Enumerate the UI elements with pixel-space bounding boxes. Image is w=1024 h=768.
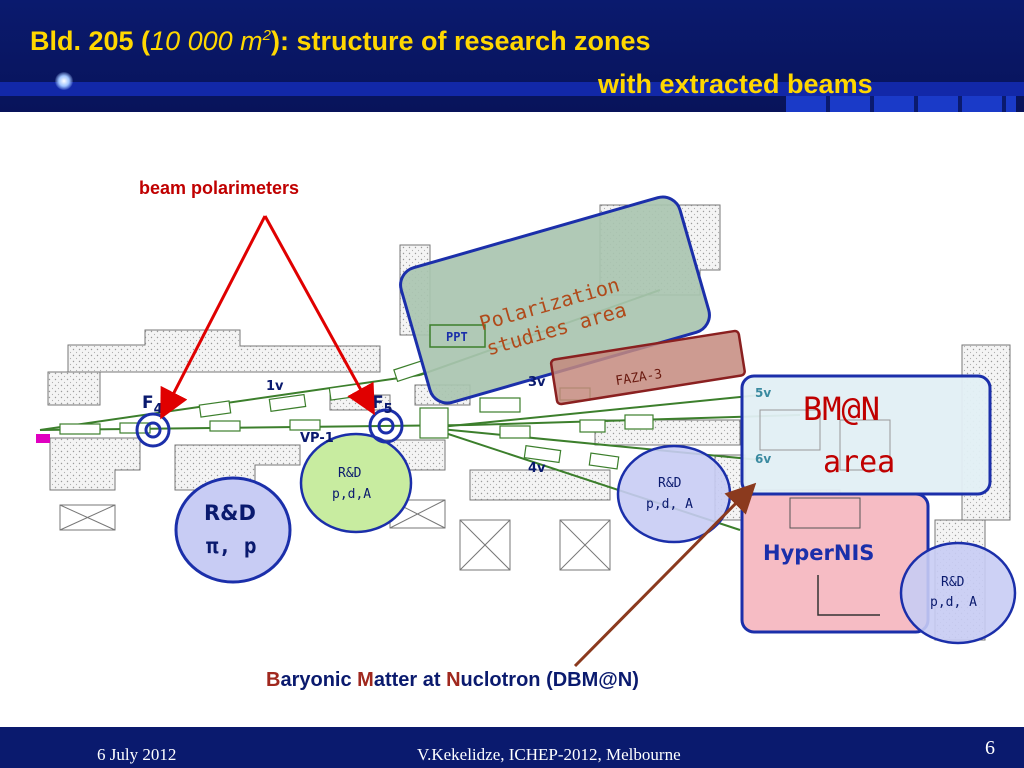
footer-author: V.Kekelidze, ICHEP-2012, Melbourne: [417, 745, 681, 764]
slide-title-line2: with extracted beams: [598, 69, 873, 99]
bmn-zone: BM@N area: [740, 374, 992, 496]
header-stripe: [0, 82, 1024, 96]
slide-header: Bld. 205 (10 000 m2): structure of resea…: [0, 0, 1024, 112]
polarimeter-arrows: [160, 215, 375, 420]
sparkle-icon: [55, 72, 73, 90]
header-stripe-blocks: [786, 96, 1016, 112]
rd-pi-label-line1: R&D: [204, 501, 256, 525]
vp1-label: VP-1: [300, 431, 334, 446]
slide-footer: 6 July 2012 V.Kekelidze, ICHEP-2012, Mel…: [0, 727, 1024, 768]
dbmn-arrow: [573, 482, 757, 668]
beamline-6v-label: 6v: [755, 452, 771, 466]
polarimeter-f5: [368, 408, 404, 444]
rd-far-zone: R&D p,d, A: [899, 541, 1017, 645]
f4-label: F4: [142, 393, 163, 417]
rd-right-zone: R&D p,d, A: [616, 444, 732, 544]
polarimeter-f4: [135, 412, 171, 448]
slide-title: Bld. 205 (10 000 m2): structure of resea…: [30, 26, 651, 56]
rd-center-label-line1: R&D: [338, 466, 362, 481]
hypernis-zone: HyperNIS: [740, 492, 930, 634]
ppt-label: PPT: [446, 330, 468, 344]
faza-label: FAZA-3: [614, 367, 663, 389]
page-number: 6: [985, 737, 995, 759]
rd-far-label-line1: R&D: [941, 575, 965, 590]
beamline-1v-label: 1v: [266, 379, 284, 394]
rd-center-zone: R&D p,d,A: [299, 432, 413, 534]
rd-pi-zone: R&D π, p: [174, 476, 292, 584]
bmn-label-line2: area: [823, 445, 895, 480]
dbmn-caption: Baryonic Matter at Nuclotron (DBM@N): [266, 669, 639, 691]
beam-polarimeters-label: beam polarimeters: [139, 178, 300, 198]
polarization-zone: PPT Polarization studies area: [399, 195, 711, 405]
beamline-magnets: [59, 359, 654, 470]
beamline-3v-label: 3v: [528, 375, 546, 390]
footer-date: 6 July 2012: [97, 745, 177, 764]
beamline-4v-label: 4v: [528, 461, 546, 476]
rd-pi-label-line2: π, p: [206, 534, 257, 558]
rd-right-label-line2: p,d, A: [646, 497, 693, 512]
hypernis-label: HyperNIS: [763, 541, 874, 565]
f5-label: F5: [372, 393, 393, 417]
bmn-label-line1: BM@N: [803, 390, 880, 428]
rd-center-label-line2: p,d,A: [332, 487, 371, 502]
rd-right-label-line1: R&D: [658, 476, 682, 491]
rd-far-label-line2: p,d, A: [930, 595, 977, 610]
beamline-labels: F4 F5 1v 3v 4v 5v 6v VP-1: [142, 375, 771, 476]
beamline-5v-label: 5v: [755, 386, 771, 400]
faza-zone: FAZA-3: [549, 329, 746, 406]
beam-source-marker: [36, 434, 50, 443]
